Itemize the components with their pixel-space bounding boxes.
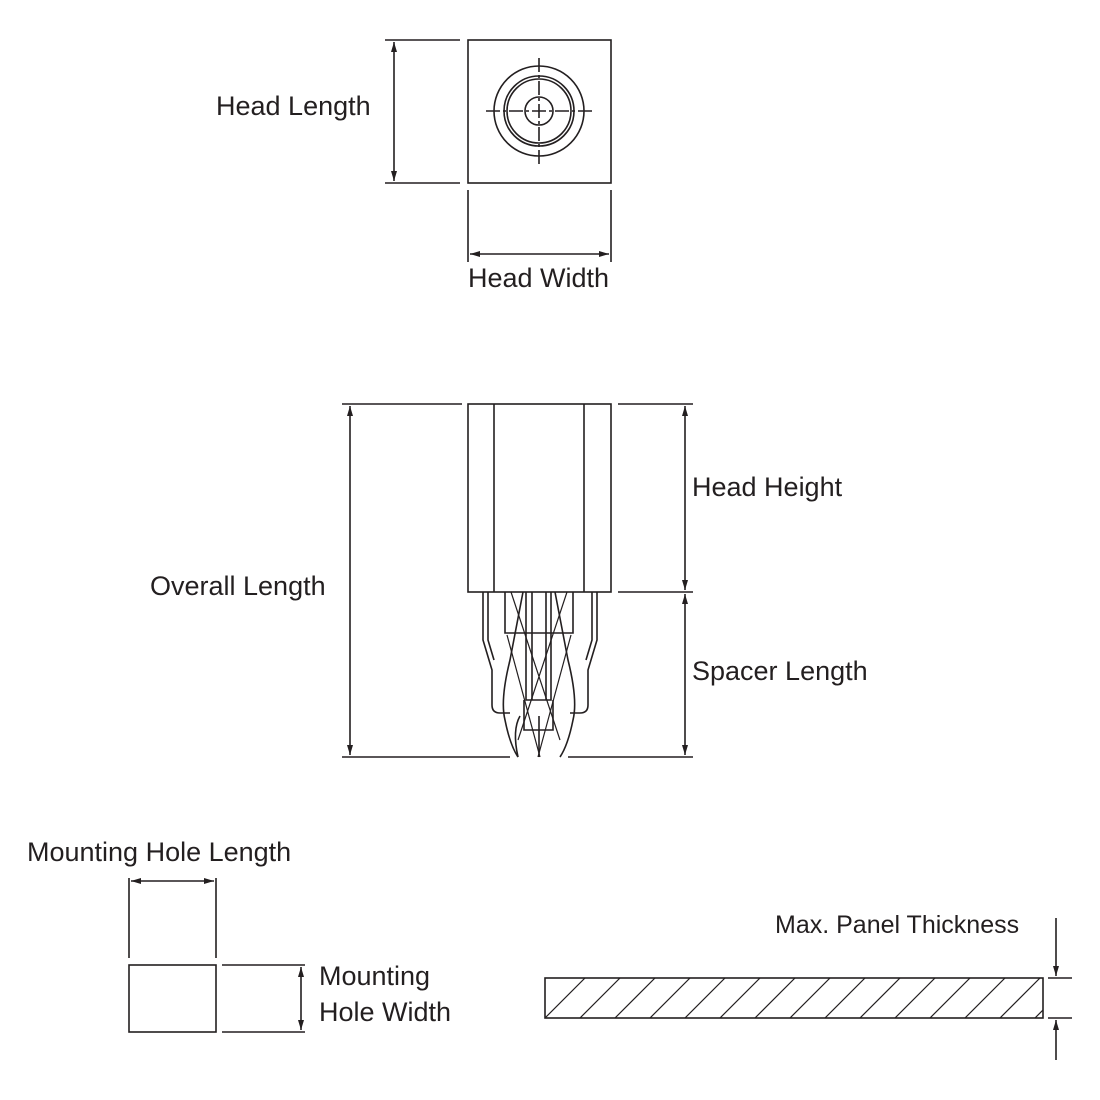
mounting-hole-width-label-line1: Mounting xyxy=(319,961,431,991)
mounting-hole xyxy=(128,878,305,1033)
panel-section xyxy=(544,918,1072,1060)
top-view xyxy=(467,39,612,184)
overall-length-dimension xyxy=(342,403,510,758)
spacer-length-dimension xyxy=(568,594,693,758)
head-width-dimension xyxy=(467,190,612,262)
head-length-dimension xyxy=(385,39,460,184)
head-width-label: Head Width xyxy=(468,263,610,293)
overall-length-label: Overall Length xyxy=(150,571,326,601)
head-height-dimension xyxy=(618,403,693,593)
spacer-length-label: Spacer Length xyxy=(692,656,868,686)
head-length-label: Head Length xyxy=(216,91,371,121)
max-panel-thickness-label: Max. Panel Thickness xyxy=(775,911,1020,939)
mounting-hole-length-label: Mounting Hole Length xyxy=(27,837,292,867)
mounting-hole-width-label-line2: Hole Width xyxy=(319,997,452,1027)
head-height-label: Head Height xyxy=(692,472,843,502)
side-view xyxy=(467,403,612,758)
